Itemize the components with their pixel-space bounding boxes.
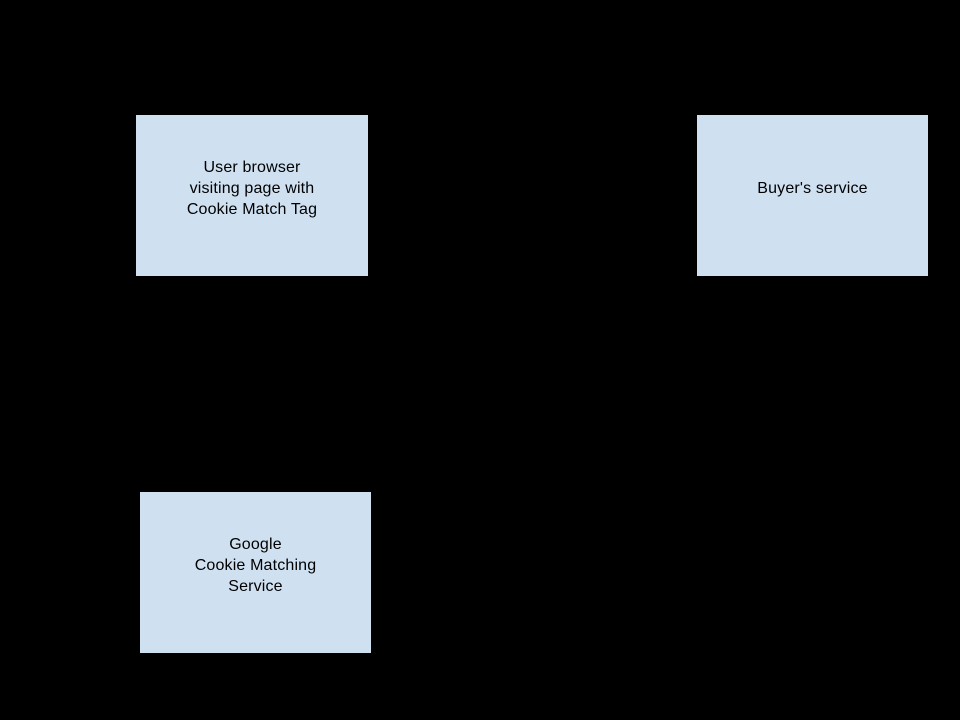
node-buyers-service-label: Buyer's service xyxy=(757,180,868,197)
node-user-browser[interactable]: User browser visiting page with Cookie M… xyxy=(136,115,368,276)
node-google-cookie-matching-service-label: Google Cookie Matching Service xyxy=(194,536,317,595)
node-user-browser-label: User browser visiting page with Cookie M… xyxy=(186,159,318,218)
node-buyers-service[interactable]: Buyer's service xyxy=(697,115,928,276)
node-google-cookie-matching-service[interactable]: Google Cookie Matching Service xyxy=(140,492,371,653)
